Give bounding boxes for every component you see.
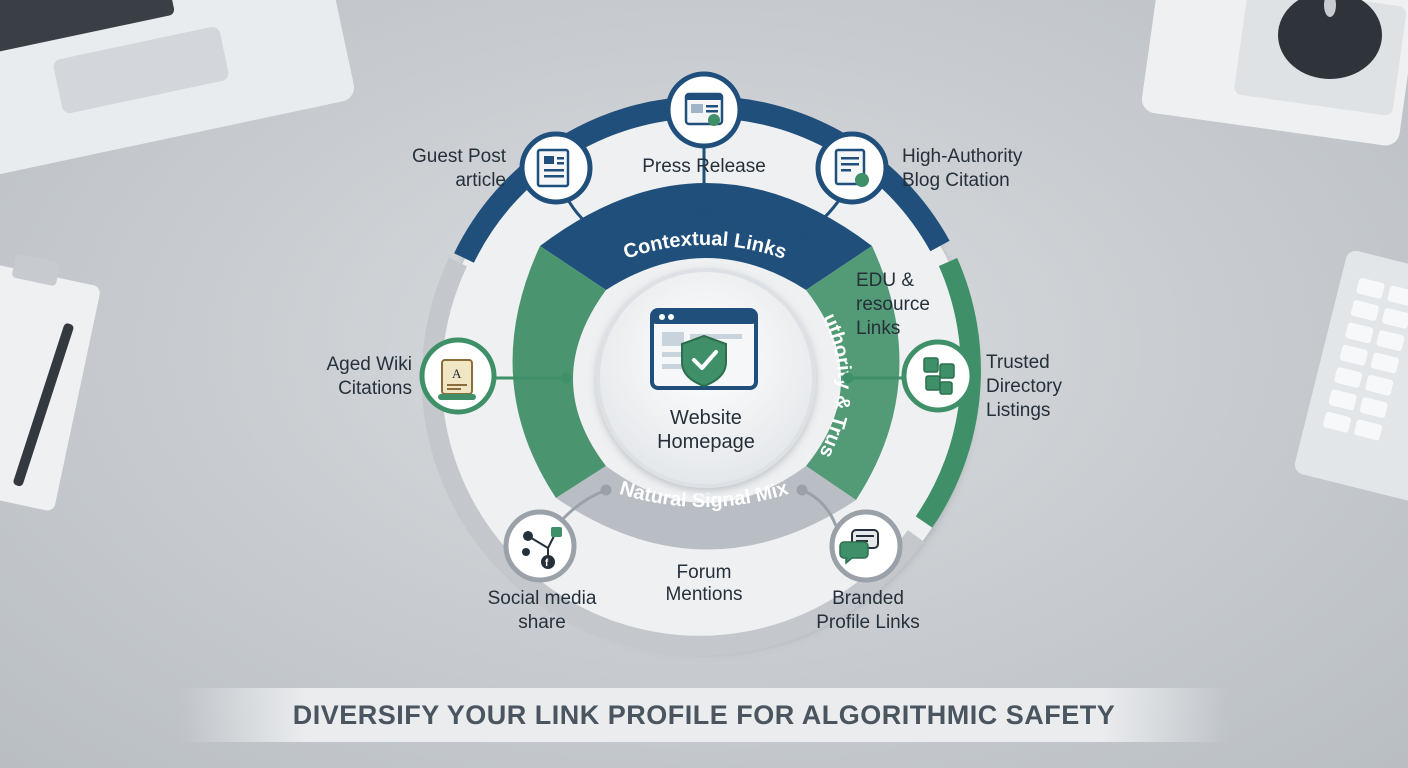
directory-node[interactable] bbox=[901, 339, 975, 413]
edu-label-line3: Links bbox=[856, 318, 900, 339]
wiki-node[interactable]: A bbox=[419, 337, 497, 415]
blog-citation-icon bbox=[834, 148, 869, 187]
directory-label-line1: Trusted bbox=[986, 352, 1050, 373]
guest-post-node[interactable] bbox=[519, 131, 593, 205]
edu-label-line1: EDU & bbox=[856, 270, 914, 291]
press-release-label: Press Release bbox=[642, 156, 766, 177]
desk-clipboard-decoration bbox=[0, 254, 100, 511]
social-label-line1: Social media bbox=[488, 588, 597, 609]
green-connector-lines bbox=[494, 372, 910, 384]
directory-blocks-icon bbox=[923, 357, 955, 395]
wiki-label-line2: Citations bbox=[338, 378, 412, 399]
chat-bubbles-icon bbox=[839, 529, 879, 565]
directory-label-line2: Directory bbox=[986, 376, 1063, 397]
branded-label-line1: Branded bbox=[832, 588, 904, 609]
website-shield-icon bbox=[650, 308, 758, 390]
authority-outer-arc bbox=[915, 257, 981, 528]
desk-mouse-decoration bbox=[1141, 0, 1408, 146]
center-title-line1: Website bbox=[670, 407, 742, 429]
branded-label-line2: Profile Links bbox=[816, 612, 920, 633]
left-green-segment bbox=[512, 246, 606, 498]
press-release-node[interactable] bbox=[665, 71, 743, 149]
social-network-icon: f bbox=[522, 527, 562, 569]
guest-post-label-line1: Guest Post bbox=[412, 146, 507, 167]
blog-citation-node[interactable] bbox=[815, 131, 889, 205]
desk-keyboard-decoration bbox=[1294, 250, 1408, 504]
authority-segment bbox=[806, 246, 900, 500]
directory-label-line3: Listings bbox=[986, 400, 1050, 421]
svg-text:f: f bbox=[545, 558, 549, 569]
forum-label-line1: Forum bbox=[677, 562, 732, 583]
forum-label-line2: Mentions bbox=[665, 584, 742, 605]
blog-citation-label-line2: Blog Citation bbox=[902, 170, 1010, 191]
edu-label-line2: resource bbox=[856, 294, 930, 315]
bottom-banner: DIVERSIFY YOUR LINK PROFILE FOR ALGORITH… bbox=[180, 688, 1228, 742]
social-label-line2: share bbox=[518, 612, 566, 633]
branded-node[interactable] bbox=[829, 509, 903, 583]
contextual-segment bbox=[540, 183, 872, 290]
svg-text:A: A bbox=[452, 366, 462, 381]
wiki-label-line1: Aged Wiki bbox=[326, 354, 412, 375]
natural-segment bbox=[556, 466, 856, 550]
center-title-line2: Homepage bbox=[657, 431, 755, 453]
blog-citation-label-line1: High-Authority bbox=[902, 146, 1023, 167]
desk-laptop-decoration bbox=[0, 0, 355, 175]
article-document-icon bbox=[536, 148, 570, 188]
press-release-icon bbox=[684, 92, 724, 126]
guest-post-label-line2: article bbox=[455, 170, 506, 191]
banner-text: DIVERSIFY YOUR LINK PROFILE FOR ALGORITH… bbox=[292, 699, 1116, 730]
social-node[interactable]: f bbox=[503, 509, 577, 583]
wiki-scroll-icon: A bbox=[438, 359, 476, 400]
